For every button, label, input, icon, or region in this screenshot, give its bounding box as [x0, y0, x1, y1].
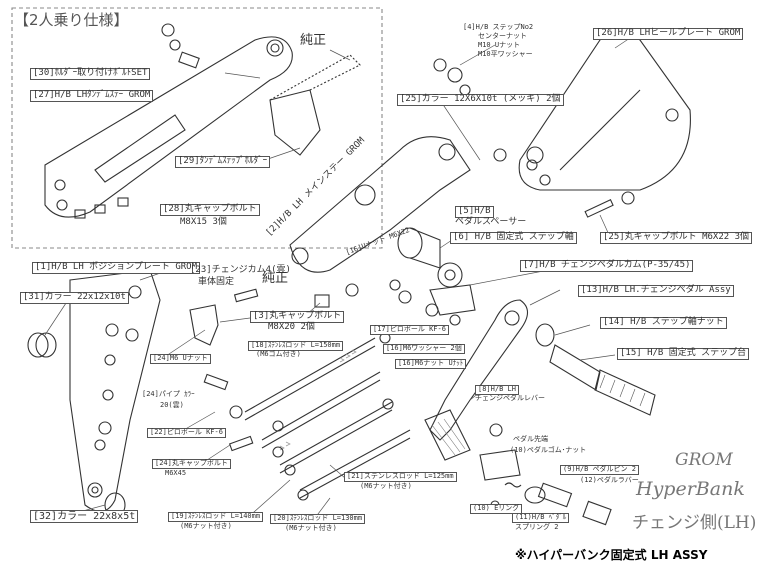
- label-part-31: [31]カラー 22x12x10t: [20, 292, 129, 304]
- label-part-23-a: [23]チェンジカム4(雲): [190, 265, 291, 275]
- label-part-23-b: 車体固定: [198, 277, 235, 287]
- label-part-3-b: M8X20 2個: [268, 322, 315, 332]
- label-part-25-bolt: [25]丸キャップボルト M6X22 3個: [600, 232, 753, 244]
- label-part-24-nut: [24]M6 Uナット: [150, 354, 211, 364]
- label-part-4-d: M10平ワッシャー: [478, 50, 533, 58]
- label-part-20-a: [20]ｽﾃﾝﾚｽロッド L=130mm: [270, 514, 366, 524]
- label-part-14: [14] H/B ステップ軸ナット: [600, 317, 727, 329]
- label-part-18-a: [18]ｽﾃﾝﾚｽロッド L=150mm: [248, 341, 344, 351]
- label-part-25-collar: [25]カラー 12X6X10t (メッキ) 2個: [397, 94, 564, 106]
- label-part-1: [1]H/B LH ポジションプレート GROM: [32, 262, 201, 274]
- label-part-17: [17]ピロボール KF-6: [370, 325, 449, 335]
- label-part-24-collar-a: [24]パイプ ｶﾗｰ: [142, 390, 195, 398]
- label-part-5-a: [5]H/B: [455, 206, 494, 218]
- brand-grom: GROM: [675, 450, 733, 470]
- label-part-10: (10) Eリング: [470, 504, 523, 514]
- brand-hyperbank: HyperBank: [636, 478, 745, 500]
- label-part-21-a: [21]ステンレスロッド L=125mm: [344, 472, 457, 482]
- label-part-7: [7]H/B チェンジペダルカム(P-35/45): [520, 260, 694, 272]
- label-part-16-nut-b: [16]M6ナット Uﾅｯﾄ: [395, 359, 467, 369]
- footer-caption: ※ハイパーバンク固定式 LH ASSY: [515, 548, 708, 562]
- label-part-4-c: M10 Uナット: [478, 41, 521, 49]
- label-part-32: [32]カラー 22x8x5t: [30, 510, 139, 523]
- label-part-9: (9)H/B ペダルピン 2: [560, 465, 639, 475]
- label-part-5-b: ペダルスペーサー: [455, 217, 527, 227]
- label-part-24-bolt-b: M6X45: [165, 469, 187, 477]
- label-part-11-b: スプリング 2: [515, 523, 559, 531]
- label-part-24-bolt-a: [24]丸キャップボルト: [152, 459, 231, 469]
- label-part-16-washer: [16]M6ワッシャー 2個: [383, 344, 465, 354]
- label-part-8-b: チェンジペダルレバー: [475, 394, 545, 402]
- label-pedal-nut: (10)ペダルゴム･ナット: [510, 446, 587, 454]
- label-part-22: [22]ピロボール KF-6: [147, 428, 226, 438]
- label-part-26: [26]H/B LHヒールプレート GROM: [593, 28, 744, 40]
- label-part-11-a: (11)H/B ﾍﾟﾀﾞﾙ: [512, 513, 570, 523]
- label-part-8-a: [8]H/B LH: [475, 385, 519, 395]
- label-part-18-b: (M6ゴム付き): [256, 350, 301, 358]
- label-part-28-spec: M8X15 3個: [180, 217, 227, 227]
- diagram-title: 【2人乗り仕様】: [14, 11, 129, 29]
- label-junsei-top: 純正: [300, 33, 327, 48]
- label-part-15: [15] H/B 固定式 ステップ台: [617, 348, 750, 360]
- change-pedal-lever-part: [429, 299, 529, 441]
- label-part-20-b: (M6ナット付き): [285, 524, 337, 532]
- label-part-19-b: (M6ナット付き): [180, 522, 232, 530]
- label-part-4-a: [4]H/B ステップNo2: [463, 23, 534, 31]
- brand-change-side: チェンジ側(LH): [632, 513, 757, 533]
- label-part-4-b: センターナット: [478, 32, 527, 40]
- tandem-step-holder-part: [269, 89, 321, 156]
- label-pedal-tip: ペダル先端: [513, 435, 548, 443]
- tandem-group-frame: [11, 7, 383, 249]
- label-part-13: [13]H/B LH.チェンジペダル Assy: [578, 285, 734, 297]
- label-part-27: [27]H/B LHﾀﾝﾃﾞﾑｽﾃｰ GROM: [30, 90, 154, 102]
- label-part-21-b: (M6ナット付き): [360, 482, 412, 490]
- heel-plate-part: [518, 31, 691, 191]
- main-stay-part: [289, 136, 471, 273]
- label-part-6: [6] H/B 固定式 ステップ軸: [450, 232, 577, 244]
- label-part-30: [30]ﾎﾙﾀﾞｰ取り付けﾎﾞﾙﾄSET: [30, 68, 151, 80]
- label-part-12: (12)ペダルラバー: [580, 476, 639, 484]
- label-part-28-name: [28]丸キャップボルト: [160, 204, 260, 216]
- step-peg-part: [594, 369, 656, 416]
- label-part-29: [29]ﾀﾝﾃﾞﾑｽﾃｯﾌﾟﾎﾙﾀﾞｰ: [175, 156, 271, 168]
- tandem-stay-part: [44, 36, 293, 218]
- label-part-24-collar-b: 20(雲): [160, 401, 184, 409]
- label-part-3-a: [3]丸キャップボルト: [250, 311, 345, 323]
- label-junsei-mid: 純正: [262, 271, 289, 286]
- label-part-19-a: [19]ｽﾃﾝﾚｽロッド L=140mm: [168, 512, 264, 522]
